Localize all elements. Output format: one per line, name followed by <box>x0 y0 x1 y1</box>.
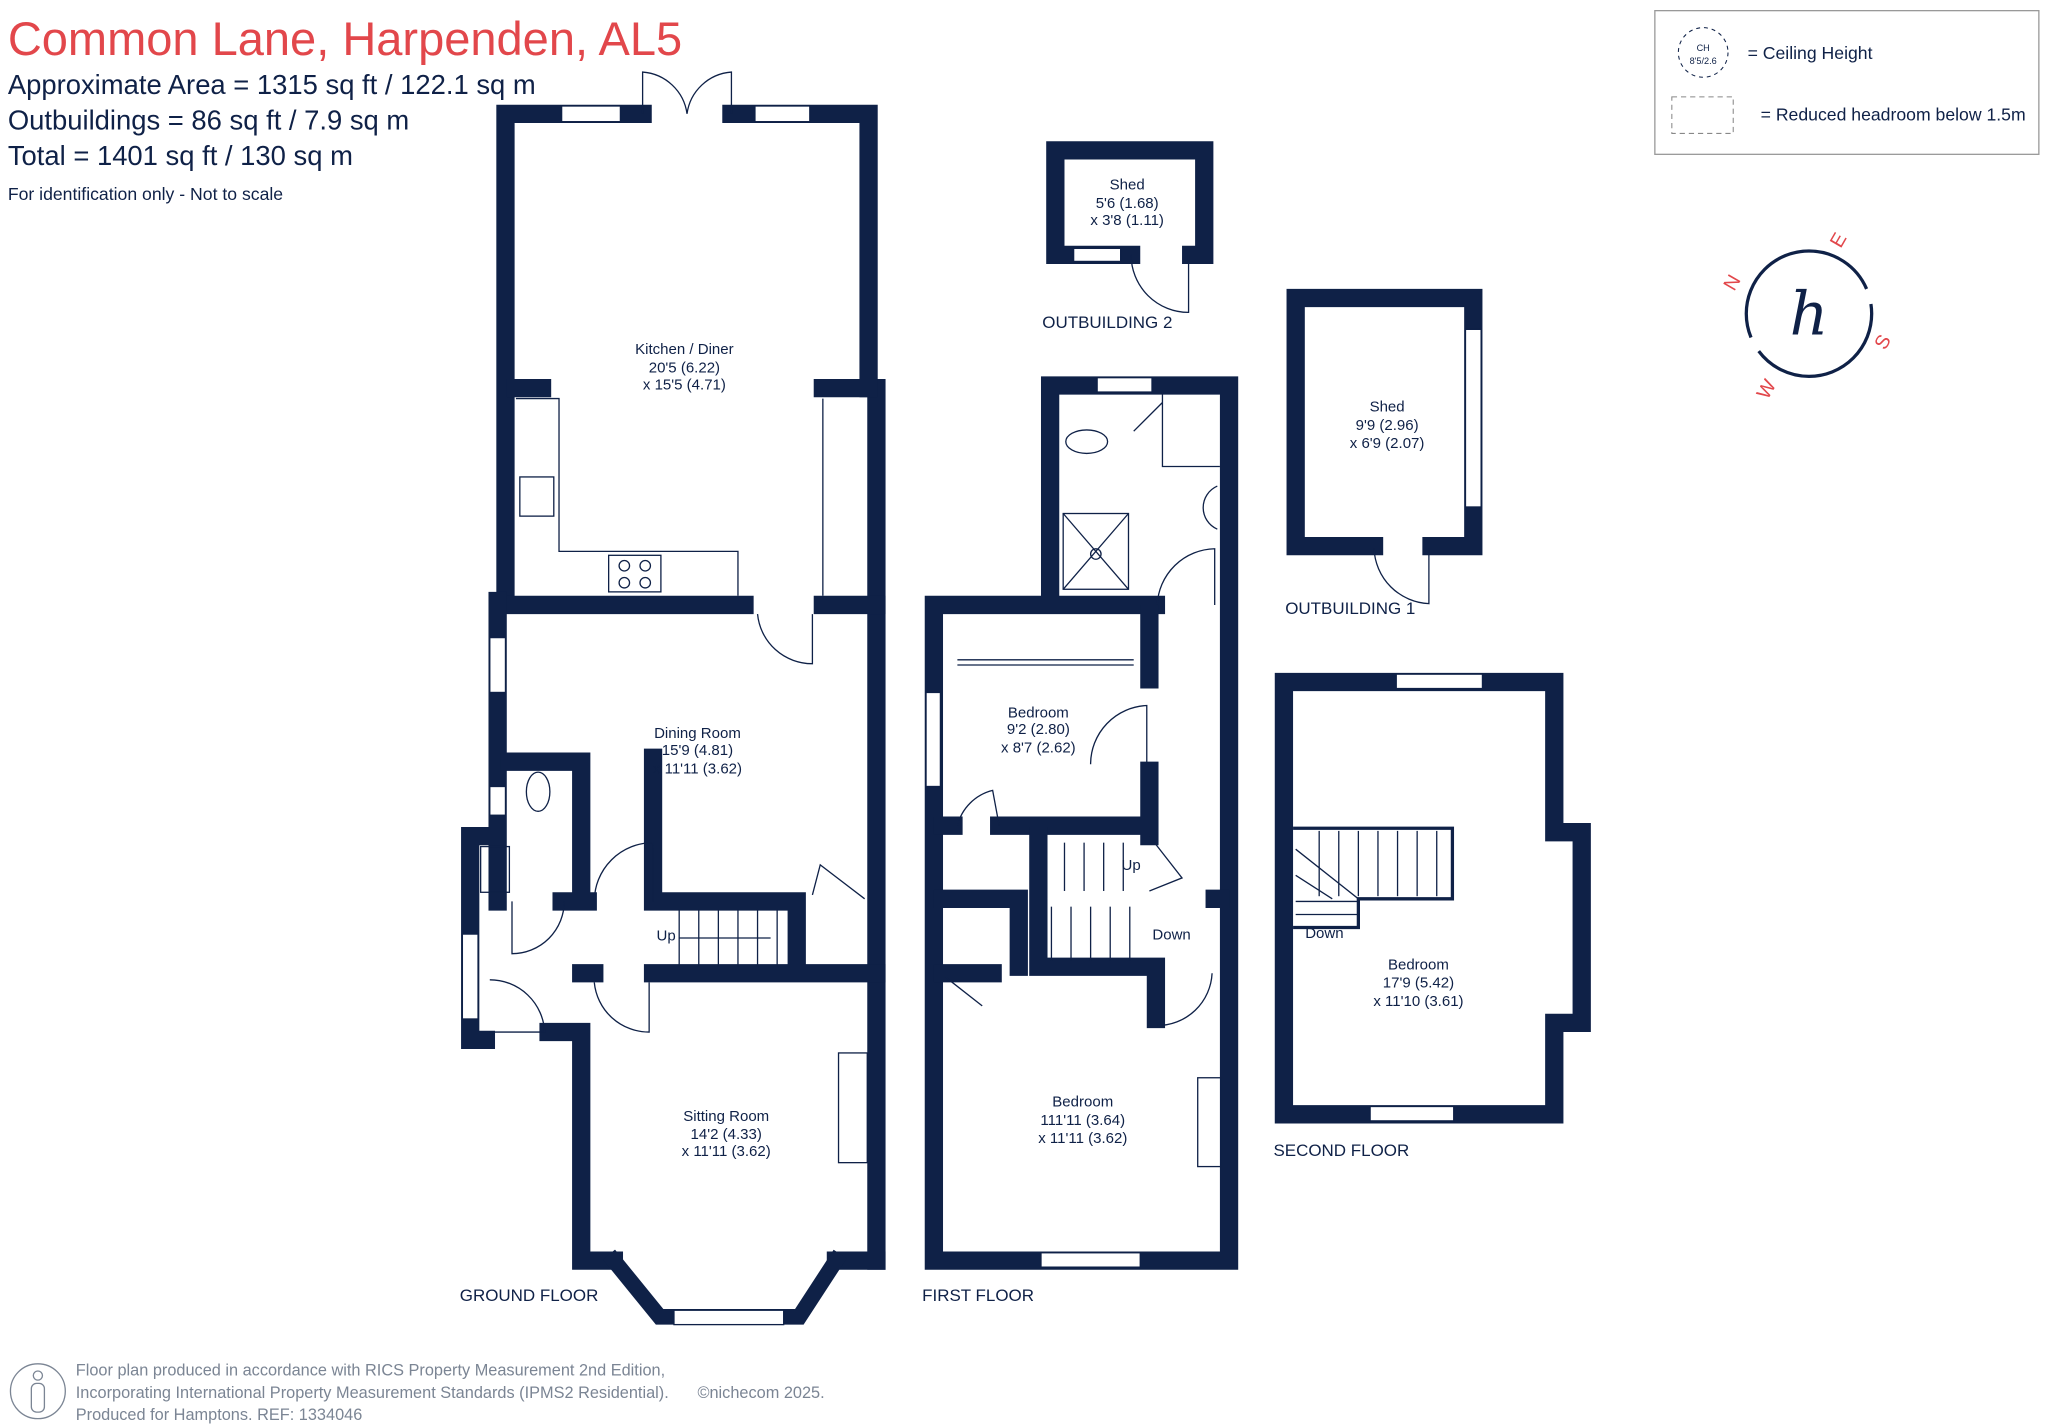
person-icon <box>9 1363 66 1420</box>
stairs-down-label: Down <box>1152 926 1190 943</box>
room-kitchen-dim2: x 15'5 (4.71) <box>643 376 726 393</box>
first-floor-label: FIRST FLOOR <box>922 1286 1034 1305</box>
stairs-up-label: Up <box>657 928 676 945</box>
room-bedroom-small-name: Bedroom <box>1008 704 1069 721</box>
room-dining-dim1: 15'9 (4.81) <box>662 742 733 759</box>
room-bedroom-first-dim1: 111'11 (3.64) <box>1040 1112 1125 1129</box>
room-bedroom-second-dim2: x 11'10 (3.61) <box>1373 993 1463 1010</box>
legend-ceiling-height: = Ceiling Height <box>1748 43 1873 63</box>
room-kitchen-dim1: 20'5 (6.22) <box>649 359 720 376</box>
outbuildings-area: Outbuildings = 86 sq ft / 7.9 sq m <box>8 105 409 136</box>
logo-mark: h <box>1790 280 1829 350</box>
room-shed2-dim2: x 3'8 (1.11) <box>1090 212 1164 229</box>
copyright: ©nichecom 2025. <box>697 1384 824 1402</box>
room-sitting-name: Sitting Room <box>683 1108 769 1125</box>
total-area: Total = 1401 sq ft / 130 sq m <box>8 140 353 171</box>
stairs-up-label: Up <box>1122 857 1141 874</box>
room-sitting-dim2: x 11'11 (3.62) <box>682 1143 771 1160</box>
compass-s: S <box>1870 331 1896 353</box>
room-kitchen-name: Kitchen / Diner <box>635 341 733 358</box>
footer-line-1: Floor plan produced in accordance with R… <box>76 1362 665 1380</box>
page-title: Common Lane, Harpenden, AL5 <box>8 12 682 65</box>
compass-n: N <box>1719 271 1745 294</box>
ground-floor-label: GROUND FLOOR <box>460 1286 599 1305</box>
disclaimer: For identification only - Not to scale <box>8 184 283 204</box>
room-shed1-dim1: 9'9 (2.96) <box>1356 417 1419 434</box>
approximate-area: Approximate Area = 1315 sq ft / 122.1 sq… <box>8 69 536 100</box>
room-shed1-dim2: x 6'9 (2.07) <box>1350 435 1425 452</box>
room-bedroom-small-dim1: 9'2 (2.80) <box>1007 721 1070 738</box>
ground-floor: Up Kitchen / Diner 20'5 (6.22) x 15'5 (4… <box>460 71 886 1326</box>
room-dining-dim2: x 11'11 (3.62) <box>653 760 742 777</box>
room-dining-name: Dining Room <box>654 725 741 742</box>
legend-reduced-headroom: = Reduced headroom below 1.5m <box>1761 104 2026 124</box>
room-sitting-dim1: 14'2 (4.33) <box>691 1126 762 1143</box>
room-bedroom-small-dim2: x 8'7 (2.62) <box>1001 740 1076 757</box>
room-bedroom-first-name: Bedroom <box>1052 1093 1113 1110</box>
ch-label: CH <box>1697 43 1710 53</box>
second-floor-label: SECOND FLOOR <box>1273 1141 1409 1160</box>
legend: CH 8'5/2.6 = Ceiling Height = Reduced he… <box>1654 10 2040 155</box>
outbuilding-1: Shed 9'9 (2.96) x 6'9 (2.07) OUTBUILDING… <box>1285 288 1483 618</box>
footer-line-2: Incorporating International Property Mea… <box>76 1384 669 1402</box>
room-shed1-name: Shed <box>1370 399 1405 416</box>
compass: h N E S W <box>1719 229 1895 403</box>
ch-value: 8'5/2.6 <box>1690 56 1717 66</box>
compass-e: E <box>1826 229 1852 251</box>
ceiling-height-symbol <box>1677 27 1729 78</box>
first-floor: Up Down Bedroom 9'2 (2.80) x 8'7 (2.62) … <box>922 376 1239 1305</box>
room-shed2-dim1: 5'6 (1.68) <box>1096 195 1159 212</box>
compass-ring <box>1744 249 1874 378</box>
outbuilding-2: Shed 5'6 (1.68) x 3'8 (1.11) OUTBUILDING… <box>1042 141 1214 332</box>
room-shed2-name: Shed <box>1110 177 1145 194</box>
room-bedroom-first-dim2: x 11'11 (3.62) <box>1038 1130 1127 1147</box>
outbuilding-1-label: OUTBUILDING 1 <box>1285 599 1415 618</box>
reduced-headroom-symbol <box>1671 96 1734 134</box>
outbuilding-2-label: OUTBUILDING 2 <box>1042 313 1172 332</box>
footer-line-3: Produced for Hamptons. REF: 1334046 <box>76 1406 363 1424</box>
room-bedroom-second-dim1: 17'9 (5.42) <box>1383 975 1454 992</box>
stairs-down-label: Down <box>1305 925 1343 942</box>
compass-w: W <box>1753 376 1782 403</box>
footer: Floor plan produced in accordance with R… <box>9 1362 825 1424</box>
room-bedroom-second-name: Bedroom <box>1388 956 1449 973</box>
second-floor: Down Bedroom 17'9 (5.42) x 11'10 (3.61) … <box>1273 672 1591 1160</box>
